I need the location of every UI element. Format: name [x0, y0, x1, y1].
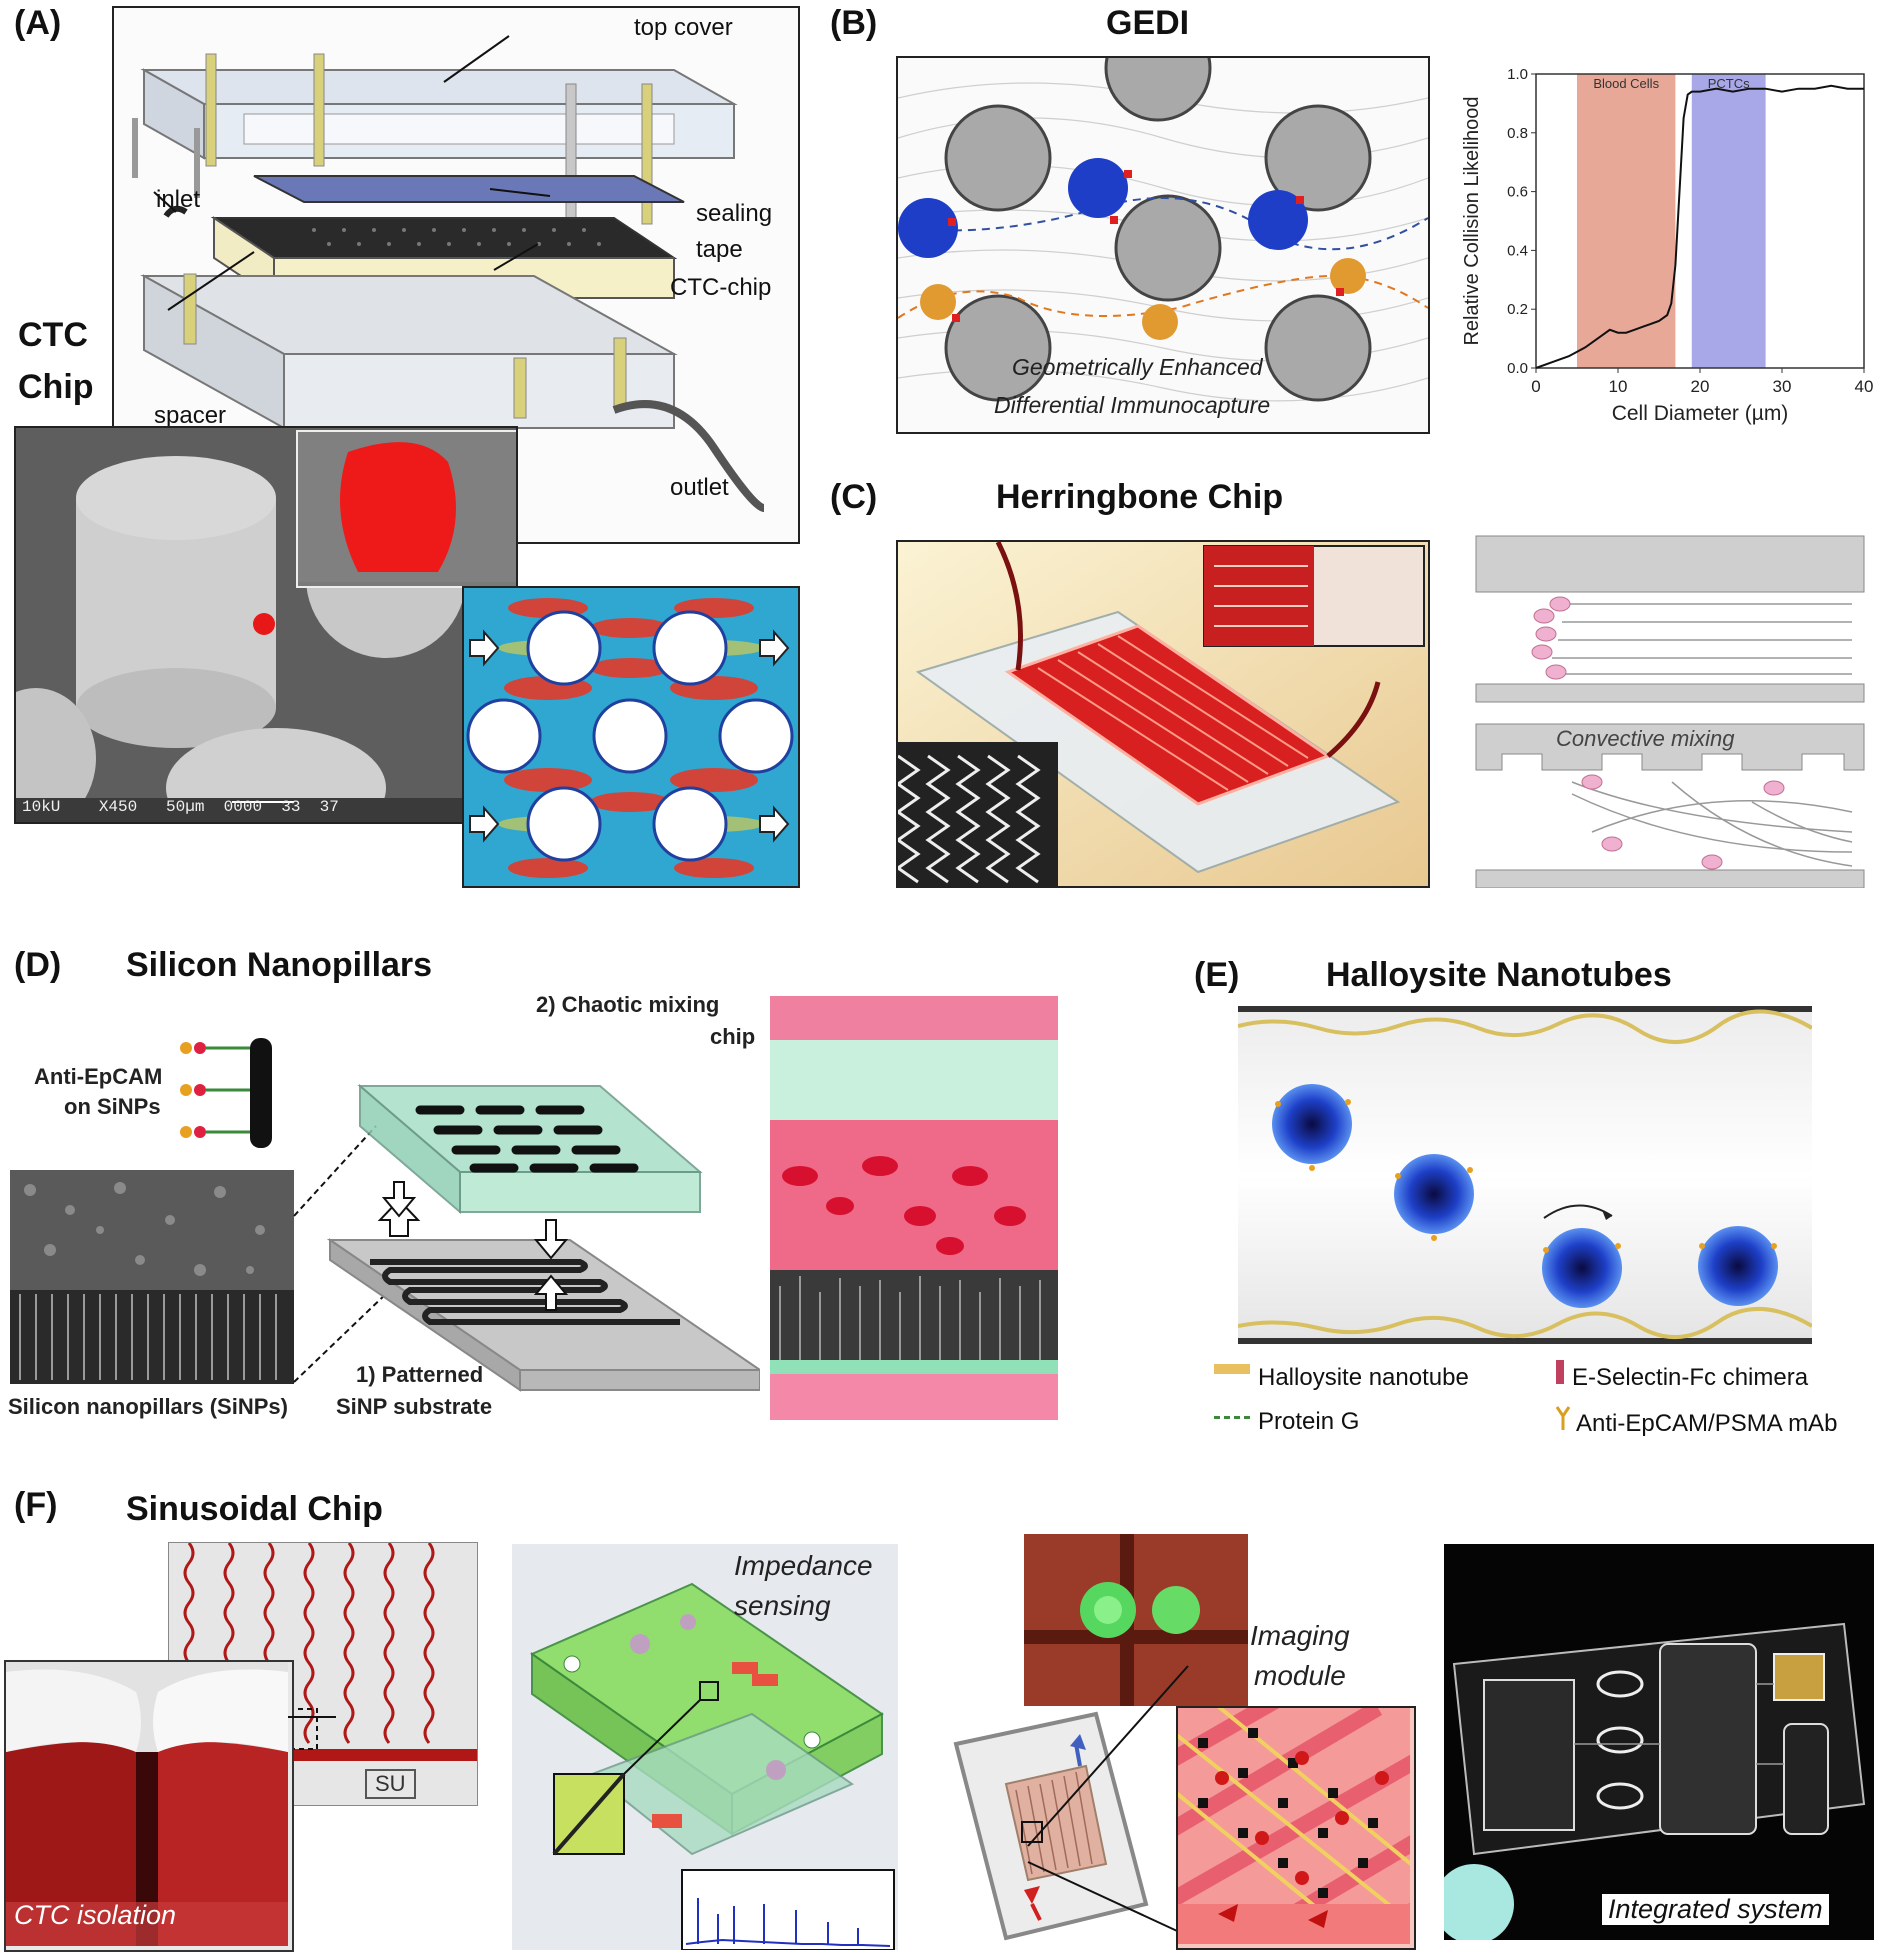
herringbone-chip-drawing [898, 542, 1428, 886]
anti-epcam-icon [166, 1032, 286, 1152]
label-top-cover: top cover [634, 14, 733, 41]
sinp-caption: Silicon nanopillars (SiNPs) [8, 1394, 288, 1419]
collision-chart: Blood Cells PCTCs 0 10 20 30 40 0.0 0.2 0.4 0.6 0.… [1452, 56, 1878, 446]
step1-line2: SiNP substrate [336, 1394, 493, 1419]
chart-xtick-label-2: 20 [1691, 377, 1710, 396]
panel-e-title: Halloysite Nanotubes [1326, 956, 1672, 994]
label-ctc-chip: CTC-chip [670, 274, 772, 301]
legend-antibody-label: Anti-EpCAM/PSMA mAb [1576, 1410, 1838, 1437]
chart-band-label-0: Blood Cells [1593, 76, 1659, 91]
sem-info-bar: 10kU X450 50µm 0000 33 37 [22, 798, 339, 816]
gedi-caption-line1: Geometrically Enhanced [1012, 354, 1263, 380]
legend-proteing-label: Protein G [1258, 1408, 1360, 1435]
impedance-label-line2: sensing [734, 1590, 831, 1621]
legend-antibody-swatch [1555, 1406, 1571, 1430]
collision-chart-svg: Blood Cells PCTCs 0 10 20 30 40 0.0 0.2 0.4 0.6 0.… [1461, 66, 1874, 425]
chart-xtick-label-3: 30 [1773, 377, 1792, 396]
chart-band-1 [1691, 74, 1766, 368]
chip-su-mark: SU [365, 1769, 416, 1799]
device-schematic-drawing [132, 35, 766, 512]
panel-d-title: Silicon Nanopillars [126, 946, 433, 984]
chart-ytick-label-0: 0.0 [1507, 360, 1528, 377]
imaging-array-zoom [1176, 1706, 1416, 1950]
convective-mixing-schematic: Convective mixing [1472, 532, 1868, 889]
panel-a-title-line2: Chip [18, 368, 94, 406]
legend-eselectin-swatch [1556, 1360, 1564, 1384]
chaotic-mixing-assembly: 2) Chaotic mixing chip 1) Patterned SiNP… [290, 992, 764, 1432]
legend-halloysite-label: Halloysite nanotube [1258, 1364, 1469, 1391]
gedi-drawing [898, 58, 1428, 402]
flow-simulation-image [462, 586, 800, 888]
chart-ylabel: Relative Collision Likelihood [1461, 96, 1483, 345]
imaging-label-line2: module [1254, 1660, 1346, 1691]
chart-xtick-label-1: 10 [1609, 377, 1628, 396]
panel-b-title: GEDI [1106, 4, 1190, 42]
chart-ytick-label-5: 1.0 [1507, 66, 1528, 83]
chart-band-0 [1577, 74, 1676, 368]
panel-f-letter: (F) [14, 1486, 58, 1524]
integrated-system-drawing [1444, 1544, 1874, 1940]
halloysite-channel [1237, 1006, 1814, 1344]
chart-ytick-label-3: 0.6 [1507, 184, 1528, 201]
panel-f-title: Sinusoidal Chip [126, 1490, 383, 1528]
label-tape: tape [696, 236, 743, 263]
legend-eselectin-label: E-Selectin-Fc chimera [1572, 1364, 1809, 1391]
chart-xlabel: Cell Diameter (µm) [1612, 402, 1789, 425]
label-inlet: inlet [156, 186, 201, 213]
step2-line2: chip [710, 1024, 756, 1049]
ctc-isolation-image: CTC isolation [4, 1660, 294, 1952]
legend-halloysite-swatch [1214, 1364, 1250, 1374]
chart-ytick-label-4: 0.8 [1507, 125, 1528, 142]
panel-b-letter: (B) [830, 4, 878, 42]
sinp-flow-render [770, 996, 1058, 1420]
halloysite-channel-drawing [1237, 1006, 1814, 1344]
label-sealing: sealing [696, 200, 773, 227]
anti-epcam-line1: Anti-EpCAM [34, 1064, 163, 1089]
panel-d-letter: (D) [14, 946, 62, 984]
imaging-label-line1: Imaging [1250, 1620, 1350, 1651]
integrated-system-label: Integrated system [1602, 1894, 1829, 1925]
ctc-isolation-label: CTC isolation [14, 1900, 177, 1930]
convective-mixing-label: Convective mixing [1556, 726, 1735, 751]
panel-a-letter: (A) [14, 4, 62, 42]
imaging-chip-render [936, 1704, 1158, 1944]
sinp-sem-image [10, 1170, 294, 1384]
chart-band-label-1: PCTCs [1708, 76, 1750, 91]
sem-inset-cell [296, 430, 516, 588]
panel-e-letter: (E) [1194, 956, 1240, 994]
panel-c-title: Herringbone Chip [996, 478, 1284, 516]
label-spacer: spacer [154, 402, 227, 429]
herringbone-chip-photo [896, 540, 1430, 888]
impedance-label-line1: Impedance [734, 1550, 873, 1581]
legend-proteing-swatch [1214, 1416, 1250, 1425]
step2-line1: 2) Chaotic mixing [536, 992, 720, 1017]
anti-epcam-line2: on SiNPs [64, 1094, 161, 1119]
zoom-connector [288, 1716, 336, 1718]
gedi-caption-line2: Differential Immunocapture [994, 392, 1271, 418]
sinp-flow-drawing [770, 996, 1058, 1420]
chart-xtick-label-4: 40 [1855, 377, 1874, 396]
chart-xtick-label-0: 0 [1531, 377, 1540, 396]
chart-ytick-label-2: 0.4 [1507, 242, 1528, 259]
chart-ytick-label-1: 0.2 [1507, 301, 1528, 318]
chart-series-line-0 [1535, 84, 1864, 369]
integrated-system-photo: Integrated system [1444, 1544, 1874, 1940]
panel-a-title-line1: CTC [18, 316, 88, 354]
panel-c-letter: (C) [830, 478, 878, 516]
imaging-fluorescence-image [1024, 1534, 1248, 1706]
impedance-chip-drawing [512, 1544, 898, 1950]
imaging-connector [1027, 1658, 1189, 1937]
gedi-diagram: Geometrically Enhanced Differential Immu… [896, 56, 1430, 434]
chaotic-mixing-drawing [293, 1083, 764, 1392]
convective-mixing-drawing [1475, 535, 1865, 889]
impedance-chip-render: Impedance sensing [512, 1544, 898, 1950]
flow-simulation-drawing [464, 588, 798, 886]
label-outlet: outlet [670, 474, 729, 501]
sem-micropost-image: 10kU X450 50µm 0000 33 37 [14, 426, 518, 824]
step1-line1: 1) Patterned [356, 1362, 484, 1387]
